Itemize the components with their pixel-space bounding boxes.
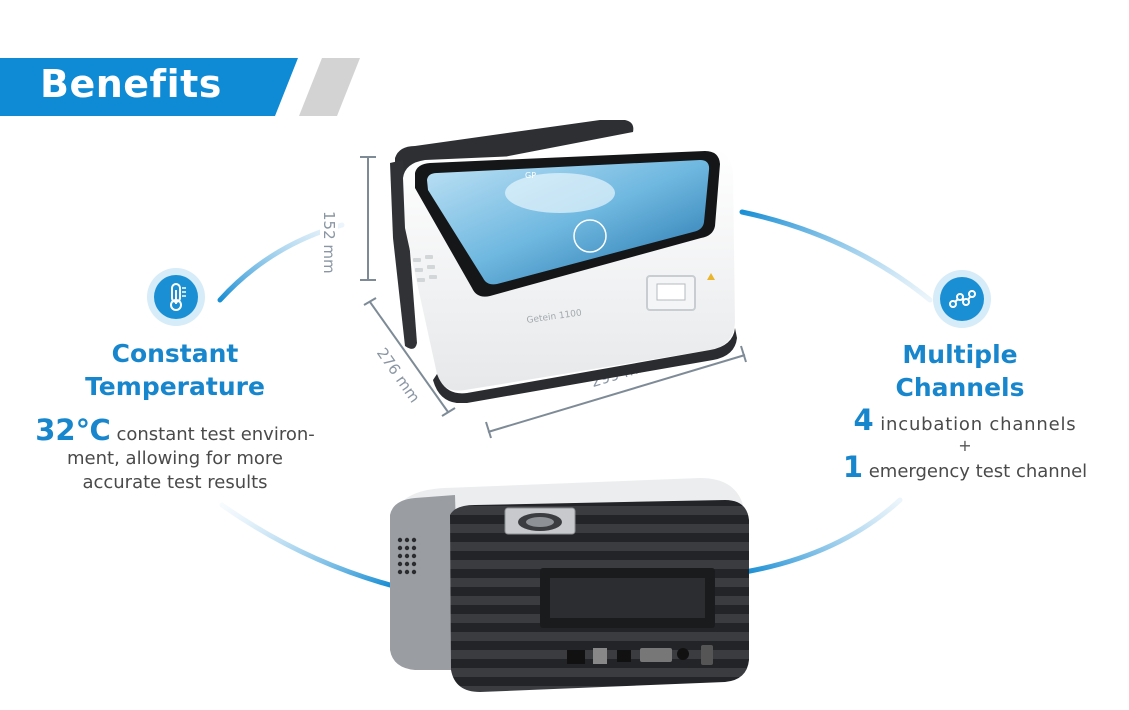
channel-count-emergency: 1 [842, 450, 863, 484]
feature-title-line: Multiple [902, 340, 1018, 369]
feature-desc-temperature: 32℃ constant test environ- ment, allowin… [20, 416, 330, 495]
desc-text: ment, allowing for more [67, 448, 283, 469]
device-brand: GP [525, 171, 536, 180]
header-banner [0, 58, 360, 116]
feature-title-line: Channels [895, 373, 1025, 402]
feature-title-line: Constant [111, 339, 239, 368]
temperature-value: 32℃ [35, 413, 111, 447]
page-title: Benefits [40, 62, 222, 106]
desc-text: incubation channels [873, 414, 1077, 435]
feature-desc-channels: 4 incubation channels + 1 emergency test… [820, 406, 1110, 484]
device-rear-illustration [390, 478, 749, 692]
plus-sign: + [958, 436, 972, 455]
dim-height: 152 mm [320, 208, 338, 277]
desc-text: emergency test channel [863, 461, 1088, 482]
feature-title-channels: Multiple Channels [845, 338, 1075, 404]
feature-title-line: Temperature [85, 372, 265, 401]
channel-count-incubation: 4 [853, 403, 874, 437]
desc-text: accurate test results [82, 472, 268, 493]
thermometer-icon-badge [147, 268, 205, 326]
feature-title-temperature: Constant Temperature [60, 337, 290, 403]
channels-icon [949, 290, 976, 308]
desc-text: constant test environ- [110, 424, 315, 445]
channels-icon-badge [933, 270, 991, 328]
thermometer-icon [170, 283, 186, 311]
device-front-illustration: GP Getein 1100 [390, 120, 737, 403]
